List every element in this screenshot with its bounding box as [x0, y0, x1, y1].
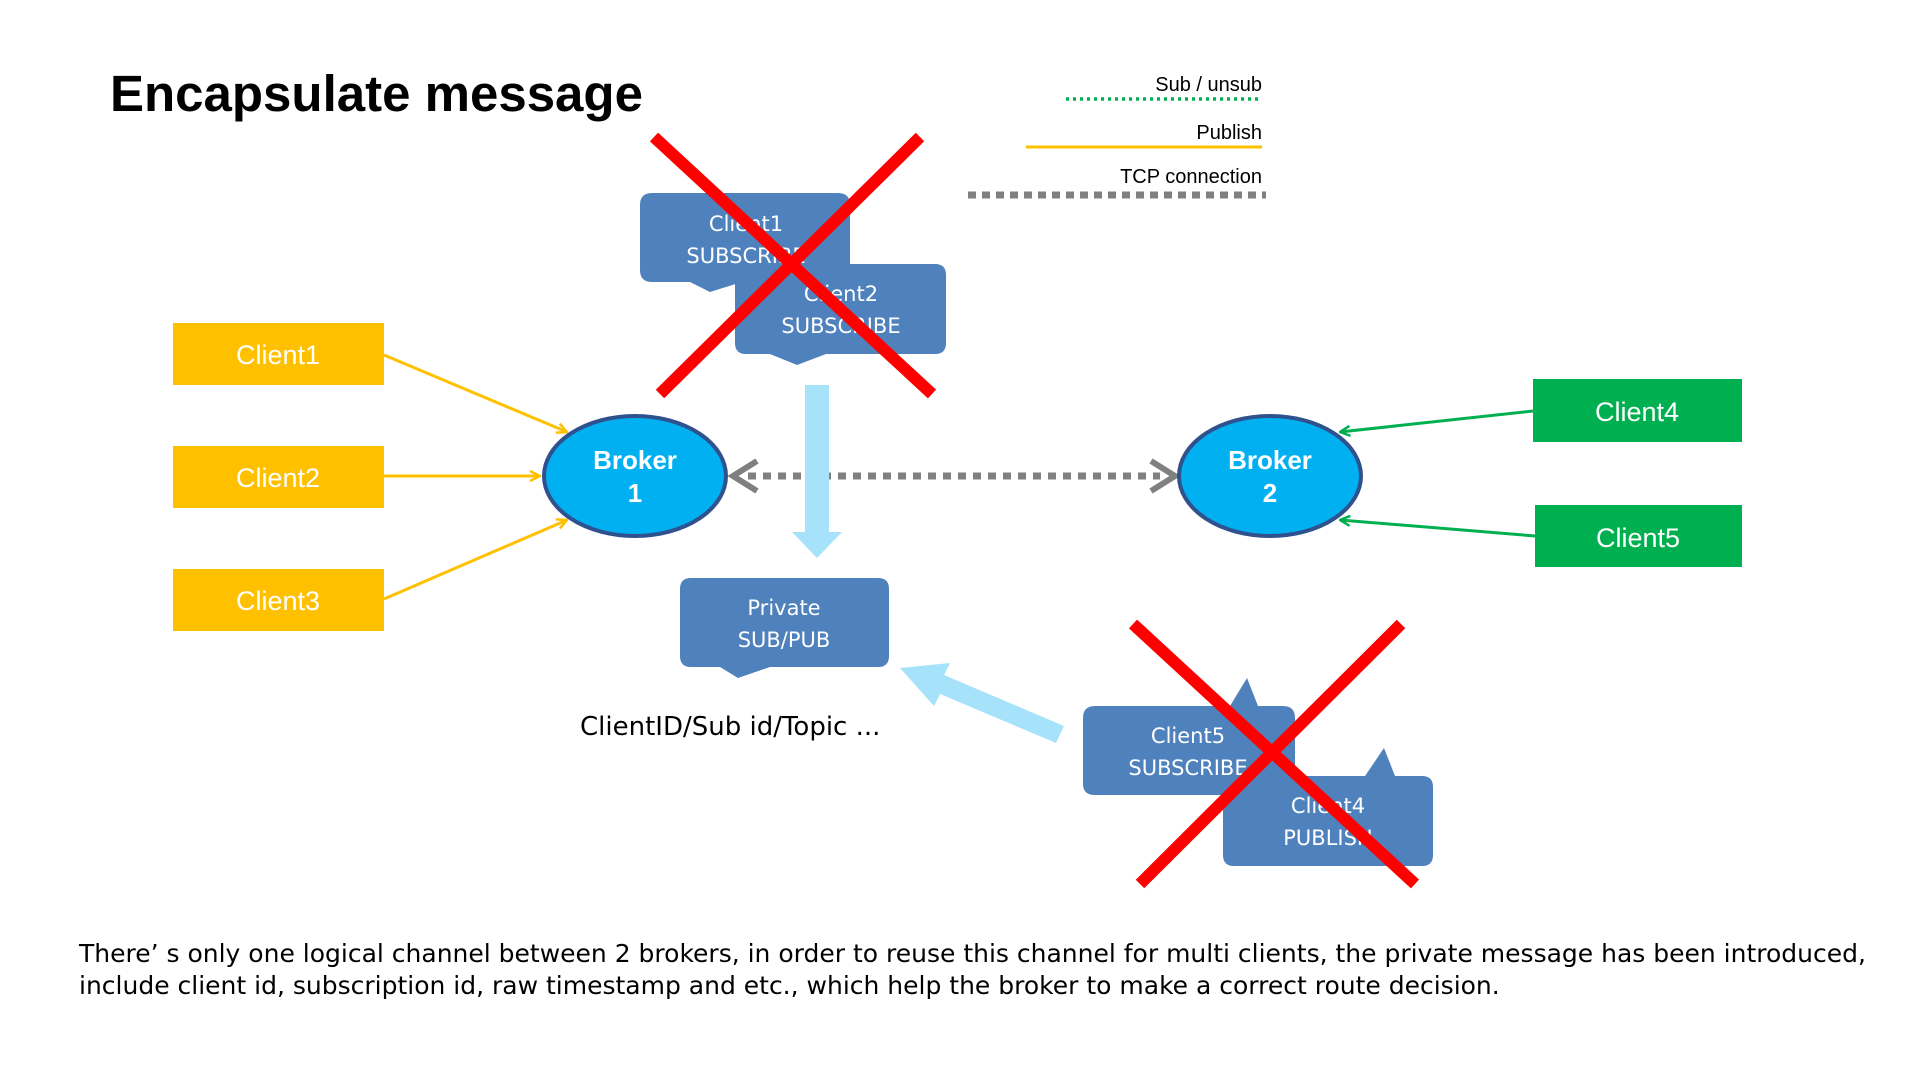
client-box-3: Client3	[173, 569, 384, 631]
cross-out-top	[649, 132, 937, 399]
client-box-2: Client2	[173, 446, 384, 508]
down-arrow	[792, 385, 842, 558]
client-box-label: Client1	[236, 340, 320, 370]
callout-client5-subscribe: Client5 SUBSCRIBE	[1083, 678, 1295, 795]
legend-publish-label: Publish	[1196, 122, 1262, 144]
tcp-connection	[727, 458, 1181, 494]
cross-out-bottom	[1128, 619, 1420, 889]
broker-label: Broker	[1228, 445, 1312, 475]
client-box-label: Client3	[236, 586, 320, 616]
publish-arrows	[383, 353, 567, 601]
sub-arrows	[1340, 409, 1536, 538]
client-box-label: Client4	[1595, 397, 1679, 427]
callout-private-subpub: Private SUB/PUB	[680, 578, 889, 678]
legend-sub-unsub-label: Sub / unsub	[1155, 74, 1262, 96]
legend-tcp-label: TCP connection	[1120, 166, 1262, 188]
client-box-5: Client5	[1535, 505, 1742, 567]
broker-number: 2	[1263, 478, 1277, 508]
footnote-text: There’ s only one logical channel betwee…	[79, 939, 1866, 1000]
client-box-label: Client2	[236, 463, 320, 493]
slide-title: Encapsulate message	[110, 65, 643, 122]
callout-line2: SUB/PUB	[738, 628, 831, 652]
callout-line2: SUBSCRIBE	[1128, 756, 1247, 780]
legend: Sub / unsub Publish TCP connection	[968, 74, 1266, 199]
callout-line1: Private	[747, 596, 820, 620]
broker-2: Broker 2	[1177, 414, 1363, 538]
broker-1: Broker 1	[542, 414, 728, 538]
private-message-caption: ClientID/Sub id/Topic ...	[580, 712, 880, 742]
diagonal-arrow	[900, 663, 1064, 743]
client-box-label: Client5	[1596, 523, 1680, 553]
client-box-4: Client4	[1533, 379, 1742, 442]
broker-number: 1	[628, 478, 642, 508]
client-box-1: Client1	[173, 323, 384, 385]
callout-line1: Client5	[1151, 724, 1225, 748]
broker-label: Broker	[593, 445, 677, 475]
